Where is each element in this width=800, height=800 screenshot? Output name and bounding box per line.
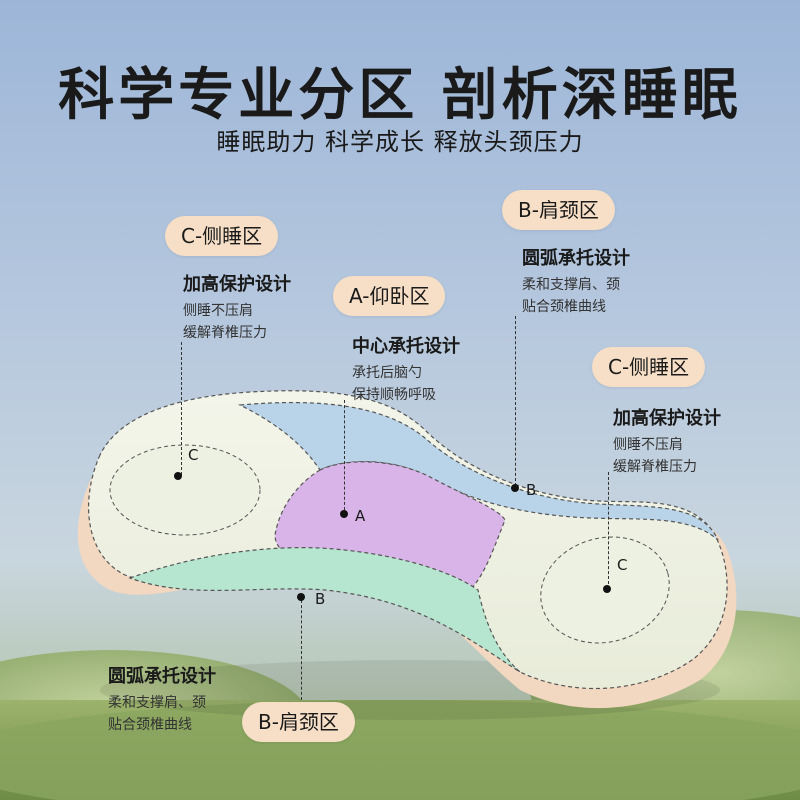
marker-dot-a xyxy=(340,510,348,518)
marker-dot-c-right xyxy=(603,585,611,593)
connector-b-bottom xyxy=(301,600,302,700)
marker-label-b-top: B xyxy=(526,481,537,499)
feature-c-left: 加高保护设计 侧睡不压肩 缓解脊椎压力 xyxy=(183,270,291,344)
connector-c-left xyxy=(181,342,182,475)
feature-line-c-right-2: 缓解脊椎压力 xyxy=(613,459,697,475)
feature-title-a: 中心承托设计 xyxy=(352,336,460,357)
feature-line-c-left-1: 侧睡不压肩 xyxy=(183,303,253,319)
feature-line-b-bottom-1: 柔和支撑肩、颈 xyxy=(108,695,206,711)
feature-line-a-2: 保持顺畅呼吸 xyxy=(352,387,436,403)
marker-label-c-right: C xyxy=(617,556,628,574)
marker-label-c-left: C xyxy=(188,446,199,464)
marker-dot-c-left xyxy=(174,472,182,480)
feature-c-right: 加高保护设计 侧睡不压肩 缓解脊椎压力 xyxy=(613,404,721,478)
pillow-body xyxy=(77,390,737,709)
feature-line-b-top-1: 柔和支撑肩、颈 xyxy=(522,277,620,293)
feature-title-b-top: 圆弧承托设计 xyxy=(522,248,630,269)
feature-b-bottom: 圆弧承托设计 柔和支撑肩、颈 贴合颈椎曲线 xyxy=(108,662,216,736)
feature-title-b-bottom: 圆弧承托设计 xyxy=(108,666,216,687)
marker-dot-b-top xyxy=(511,484,519,492)
zone-pill-b-top: B-肩颈区 xyxy=(502,190,615,230)
feature-title-c-left: 加高保护设计 xyxy=(183,274,291,295)
page-subtitle: 睡眠助力 科学成长 释放头颈压力 xyxy=(216,128,584,156)
marker-dot-b-bottom xyxy=(297,593,305,601)
feature-line-a-1: 承托后脑勺 xyxy=(352,365,422,381)
zone-pill-c-left: C-侧睡区 xyxy=(165,216,279,256)
zone-pill-b-bottom: B-肩颈区 xyxy=(242,702,355,742)
marker-label-a: A xyxy=(355,507,366,525)
feature-line-b-bottom-2: 贴合颈椎曲线 xyxy=(108,717,192,733)
feature-title-c-right: 加高保护设计 xyxy=(613,408,721,429)
connector-a-center xyxy=(344,400,345,510)
zone-pill-a: A-仰卧区 xyxy=(333,276,446,316)
feature-line-c-right-1: 侧睡不压肩 xyxy=(613,437,683,453)
page-title: 科学专业分区 剖析深睡眠 xyxy=(58,63,742,128)
connector-c-right xyxy=(608,472,609,584)
feature-a: 中心承托设计 承托后脑勺 保持顺畅呼吸 xyxy=(352,332,460,406)
feature-b-top: 圆弧承托设计 柔和支撑肩、颈 贴合颈椎曲线 xyxy=(522,244,630,318)
feature-line-b-top-2: 贴合颈椎曲线 xyxy=(522,299,606,315)
marker-label-b-bottom: B xyxy=(315,590,326,608)
zone-pill-c-right: C-侧睡区 xyxy=(592,347,706,387)
feature-line-c-left-2: 缓解脊椎压力 xyxy=(183,325,267,341)
connector-b-top xyxy=(515,316,516,486)
